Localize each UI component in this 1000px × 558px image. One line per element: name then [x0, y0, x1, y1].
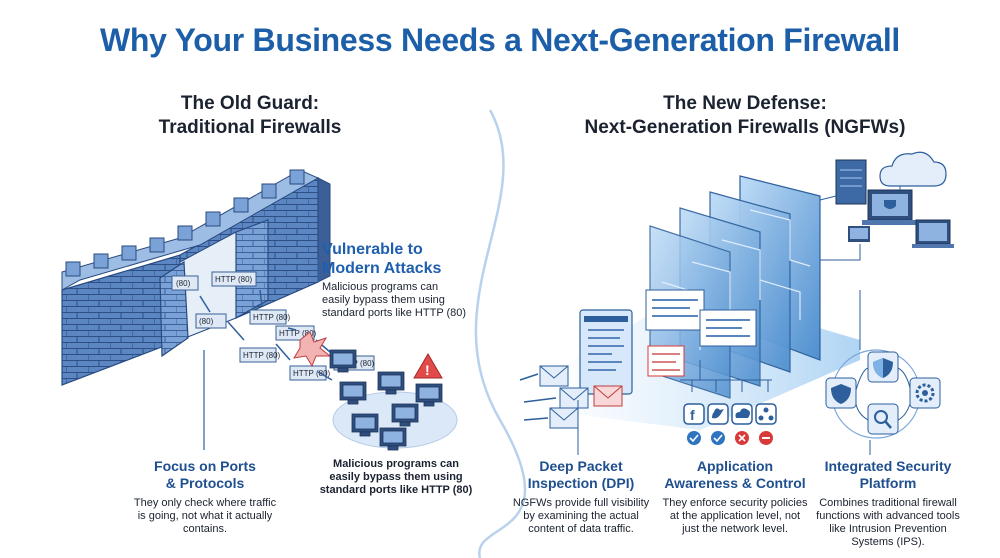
malicious-envelope-icon: [593, 385, 623, 407]
device-cluster: [819, 151, 954, 261]
block-icon: [759, 431, 773, 445]
dpi-body-line2: by examining the actual: [523, 510, 639, 522]
focus-body-line2: is going, not what it actually: [137, 510, 273, 522]
cloud-icon: [731, 403, 753, 425]
vulnerable-body-line3: standard ports like HTTP (80): [322, 307, 467, 319]
shield-icon: [867, 351, 899, 383]
magnifier-icon: [867, 403, 899, 435]
new-defense-heading-line1: The New Defense:: [663, 93, 827, 114]
focus-body-line1: They only check where traffic: [133, 497, 277, 509]
page-title: Why Your Business Needs a Next-Generatio…: [99, 22, 901, 58]
laptop-icon: [848, 226, 870, 242]
integrated-platform: [825, 290, 941, 439]
check-icon: [711, 431, 725, 445]
laptop-icon: [912, 219, 954, 248]
cloud-icon: [879, 151, 947, 187]
packet-label-short: (80): [176, 279, 191, 288]
packet-label: HTTP (80): [215, 275, 253, 284]
check-icon: [687, 431, 701, 445]
packet-label: HTTP (80): [279, 329, 317, 338]
vulnerable-callout: Vulnerable to Modern Attacks Malicious p…: [322, 240, 482, 320]
new-defense-heading: The New Defense: Next-Generation Firewal…: [545, 92, 945, 140]
focus-ports-block: Focus on Ports & Protocols They only che…: [120, 458, 290, 536]
app-body-line3: just the network level.: [682, 523, 788, 535]
inspection-window: [579, 289, 757, 395]
cross-icon: [735, 431, 749, 445]
integrated-title-line1: Integrated Security: [824, 458, 952, 474]
malware-burst-icon: [293, 331, 332, 368]
facebook-icon: f: [683, 403, 705, 425]
integrated-title-line2: Platform: [859, 475, 917, 491]
dpi-title-line2: Inspection (DPI): [527, 475, 635, 491]
focus-title-line2: & Protocols: [165, 475, 245, 491]
laptop-icon: [862, 189, 918, 225]
packet-label: HTTP (80): [253, 313, 291, 322]
packet-label: HTTP (80): [293, 369, 331, 378]
integrated-block: Integrated Security Platform Combines tr…: [808, 458, 968, 549]
vulnerable-title-line2: Modern Attacks: [322, 260, 442, 277]
inbound-arrows: [519, 373, 557, 421]
packet-label: HTTP (80): [243, 351, 281, 360]
envelope-icon: [539, 365, 589, 429]
gear-icon: [909, 377, 941, 409]
divider-curve: [474, 109, 527, 558]
dpi-body-line1: NGFWs provide full visibility: [512, 497, 650, 509]
bypass-note-line1: Malicious programs can: [333, 458, 459, 470]
vulnerable-body-line2: easily bypass them using: [322, 294, 445, 306]
old-guard-heading: The Old Guard: Traditional Firewalls: [130, 92, 370, 140]
app-title-line2: Awareness & Control: [664, 475, 806, 491]
shield-icon: [825, 377, 857, 409]
warning-icon: !: [413, 353, 443, 379]
focus-body-line3: contains.: [182, 523, 228, 535]
app-body-line1: They enforce security policies: [662, 497, 808, 509]
share-icon: [755, 403, 777, 425]
focus-title-line1: Focus on Ports: [154, 458, 256, 474]
vulnerable-title-line1: Vulnerable to: [322, 241, 423, 258]
server-icon: [835, 159, 867, 205]
vulnerable-body-line1: Malicious programs can: [322, 281, 439, 293]
svg-text:!: !: [425, 362, 430, 378]
app-awareness-block: Application Awareness & Control They enf…: [660, 458, 810, 536]
dpi-body-line3: content of data traffic.: [528, 523, 634, 535]
twitter-icon: [707, 403, 729, 425]
integrated-body-line1: Combines traditional firewall: [819, 497, 957, 509]
old-guard-heading-line2: Traditional Firewalls: [158, 117, 342, 138]
bypass-note-line3: standard ports like HTTP (80): [319, 484, 473, 496]
packet-label-short: (80): [199, 317, 214, 326]
dpi-title-line1: Deep Packet: [539, 458, 623, 474]
old-guard-heading-line1: The Old Guard:: [180, 93, 320, 114]
app-body-line2: at the application level, not: [669, 510, 801, 522]
bypass-note-line2: easily bypass them using: [329, 471, 463, 483]
integrated-body-line2: functions with advanced tools: [816, 510, 960, 522]
integrated-body-line3: like Intrusion Prevention: [829, 523, 947, 535]
dpi-block: Deep Packet Inspection (DPI) NGFWs provi…: [506, 458, 656, 536]
app-title-line1: Application: [696, 458, 774, 474]
computer-icon: [329, 349, 443, 451]
bypass-note: Malicious programs can easily bypass the…: [316, 458, 476, 497]
svg-text:f: f: [690, 407, 695, 423]
app-icons: f: [680, 360, 777, 445]
new-defense-heading-line2: Next-Generation Firewalls (NGFWs): [584, 117, 906, 138]
integrated-body-line4: Systems (IPS).: [851, 536, 925, 548]
